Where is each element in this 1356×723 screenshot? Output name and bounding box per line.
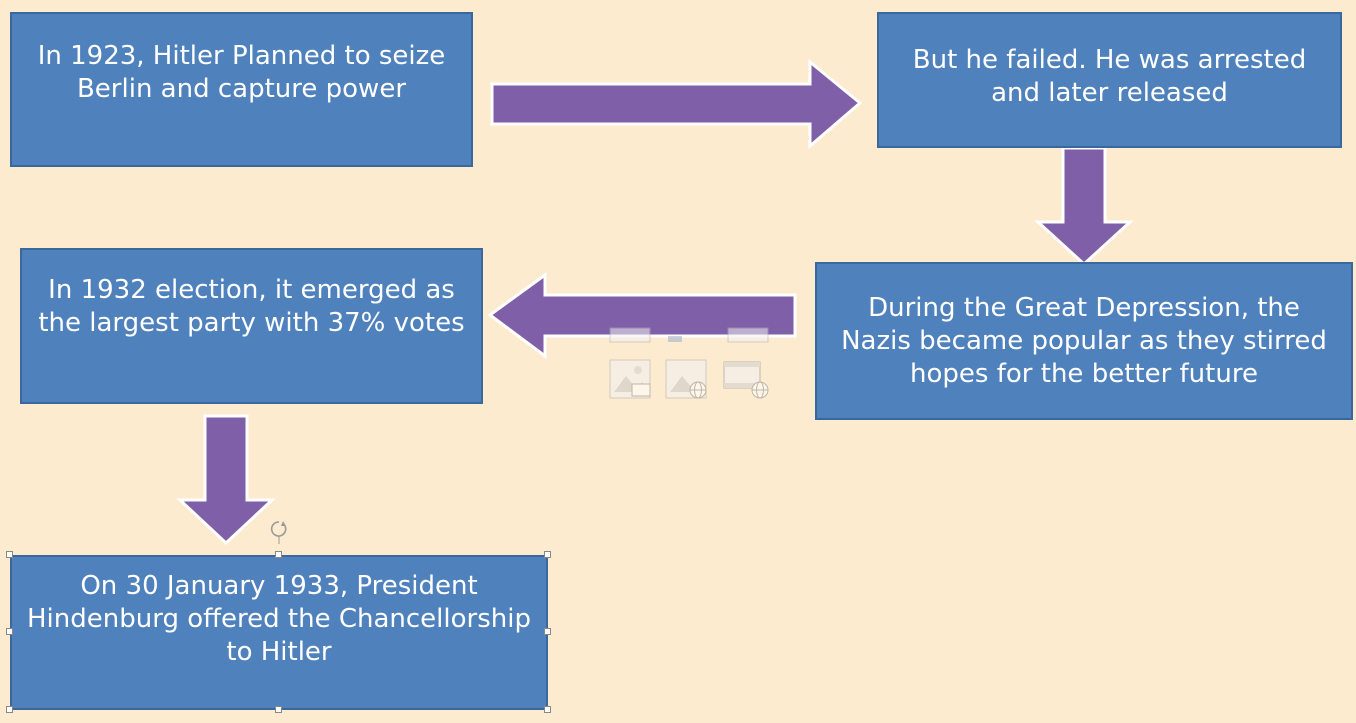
- resize-handle[interactable]: [6, 628, 13, 635]
- arrow-down-icon: [176, 414, 276, 546]
- resize-handle[interactable]: [544, 551, 551, 558]
- resize-handle[interactable]: [275, 706, 282, 713]
- rotate-handle-icon[interactable]: [268, 518, 290, 544]
- step-text: During the Great Depression, the Nazis b…: [841, 292, 1327, 389]
- resize-handle[interactable]: [275, 551, 282, 558]
- placeholder-insert-icons: [609, 327, 769, 399]
- resize-handle[interactable]: [544, 628, 551, 635]
- step-text: In 1923, Hitler Planned to seize Berlin …: [37, 41, 446, 104]
- step-text: In 1932 election, it emerged as the larg…: [38, 275, 465, 338]
- step-box-1933-chancellorship[interactable]: On 30 January 1933, President Hindenburg…: [10, 555, 548, 710]
- step-box-1923[interactable]: In 1923, Hitler Planned to seize Berlin …: [10, 12, 473, 167]
- video-web-icon: [723, 361, 769, 399]
- arrow-right-icon: [490, 58, 863, 150]
- picture-device-icon: [609, 359, 651, 399]
- arrow-down-icon: [1034, 146, 1134, 267]
- step-box-great-depression[interactable]: During the Great Depression, the Nazis b…: [815, 262, 1353, 420]
- resize-handle[interactable]: [544, 706, 551, 713]
- resize-handle[interactable]: [6, 551, 13, 558]
- step-box-arrest[interactable]: But he failed. He was arrested and later…: [877, 12, 1342, 148]
- resize-handle[interactable]: [6, 706, 13, 713]
- step-text: But he failed. He was arrested and later…: [912, 45, 1307, 108]
- picture-web-icon: [665, 359, 707, 399]
- step-text: On 30 January 1933, President Hindenburg…: [27, 571, 531, 667]
- step-box-1932-election[interactable]: In 1932 election, it emerged as the larg…: [20, 248, 483, 404]
